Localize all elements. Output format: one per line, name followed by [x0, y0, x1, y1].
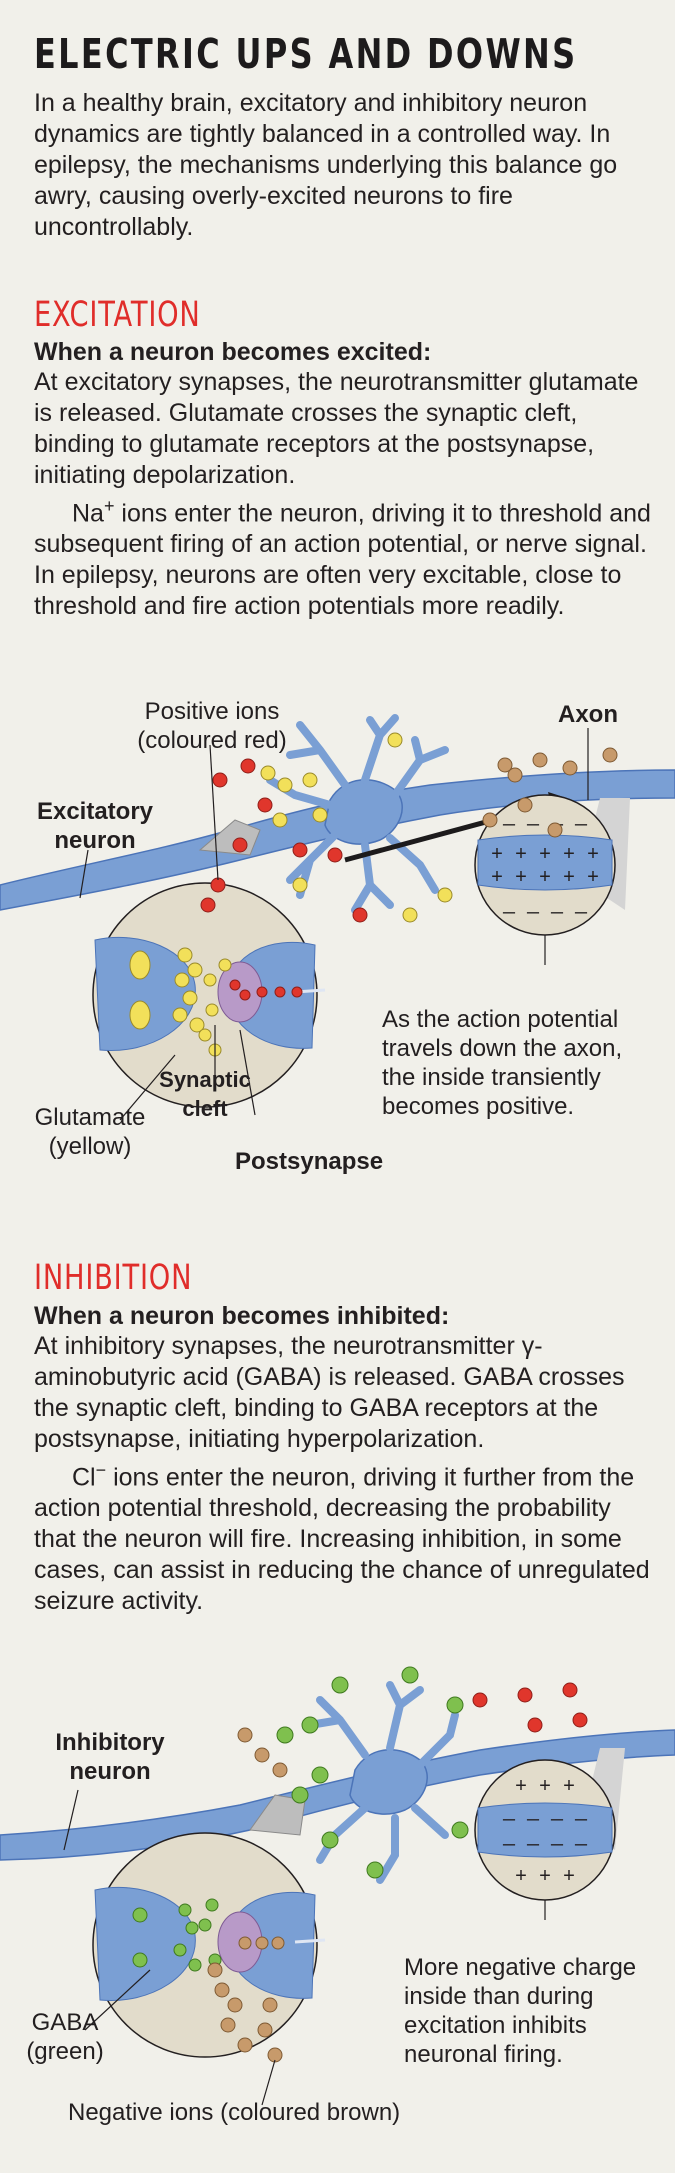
glutamate-label: Glutamate (yellow) — [15, 1103, 165, 1161]
axon-inset: + + + + + + + + + + — — — — — — — — — [474, 794, 616, 965]
axon-label: Axon — [558, 701, 618, 728]
gaba-particles — [132, 1666, 469, 1972]
page-title: ELECTRIC UPS AND DOWNS — [34, 30, 578, 78]
excitatory-neuron-cell — [266, 714, 449, 914]
label-leader-lines — [79, 728, 589, 1121]
positive-ion-particles — [200, 758, 368, 1001]
svg-text:+ + + + +: + + + + + — [491, 867, 599, 890]
synapse-inset-inhibitory — [92, 1832, 326, 2058]
excitation-caption-line4: becomes positive. — [382, 1093, 575, 1120]
svg-text:— — — —: — — — — — [502, 814, 588, 837]
svg-text:— — — —: — — — — — [502, 1809, 588, 1832]
chloride-ion-particles — [207, 1727, 288, 2063]
inhibitory-neuron-label-line2: neuron — [69, 1758, 151, 1785]
chloride-charge: − — [95, 1460, 107, 1480]
synaptic-cleft-label-line2: cleft — [182, 1096, 228, 1121]
positive-ions-label-line2: (coloured red) — [137, 727, 287, 754]
excitation-subheading: When a neuron becomes excited: — [34, 338, 432, 366]
inhibition-caption-line4: neuronal firing. — [404, 2041, 563, 2068]
chloride-ion-symbol: Cl — [72, 1463, 96, 1492]
inhibition-paragraph-2-text: ions enter the neuron, driving it furthe… — [34, 1463, 650, 1616]
excitation-caption-line1: As the action potential — [382, 1006, 619, 1033]
excitation-paragraph-2: Na+ ions enter the neuron, driving it to… — [34, 491, 654, 622]
negative-ions-label: Negative ions (coloured brown) — [68, 2099, 401, 2126]
inhibition-body: At inhibitory synapses, the neurotransmi… — [34, 1331, 654, 1617]
gaba-label: GABA (green) — [15, 2008, 115, 2066]
positive-ion-particles-inhibitory — [472, 1682, 588, 1733]
excitation-caption: As the action potential travels down the… — [382, 1005, 622, 1121]
inhibition-subheading: When a neuron becomes inhibited: — [34, 1302, 450, 1330]
synaptic-cleft-label-line1: Synaptic — [159, 1067, 251, 1092]
inhibition-caption-line3: excitation inhibits — [404, 2012, 587, 2039]
sodium-charge: + — [103, 496, 115, 516]
inhibition-caption: More negative charge inside than during … — [404, 1953, 636, 2069]
svg-text:+ + +: + + + — [515, 1866, 575, 1889]
inhibitory-neuron-label-line1: Inhibitory — [55, 1729, 165, 1756]
label-leader-lines — [63, 1789, 276, 2106]
synapse-inset — [92, 882, 326, 1108]
glutamate-label-line2: (yellow) — [48, 1133, 132, 1160]
excitation-paragraph-2-text: ions enter the neuron, driving it to thr… — [34, 499, 651, 621]
svg-text:+ + +: + + + — [515, 1776, 575, 1799]
postsynapse-label: Postsynapse — [235, 1148, 384, 1175]
sodium-ion-symbol: Na — [72, 499, 104, 528]
excitation-body: At excitatory synapses, the neurotransmi… — [34, 367, 654, 622]
excitation-paragraph-1: At excitatory synapses, the neurotransmi… — [34, 368, 639, 489]
excitation-caption-line2: travels down the axon, — [382, 1035, 623, 1062]
inhibition-diagram: — — — — — — — — + + + + + + — [0, 1666, 675, 2106]
svg-text:— — — —: — — — — — [502, 902, 588, 925]
inhibition-paragraph-2: Cl− ions enter the neuron, driving it fu… — [34, 1455, 654, 1617]
gaba-label-line1: GABA — [31, 2009, 99, 2036]
inhibition-paragraph-1: At inhibitory synapses, the neurotransmi… — [34, 1332, 625, 1453]
glutamate-label-line1: Glutamate — [34, 1104, 146, 1131]
svg-text:— — — —: — — — — — [502, 1834, 588, 1857]
svg-text:+ + + + +: + + + + + — [491, 844, 599, 867]
negative-ion-particles — [482, 747, 618, 838]
positive-ions-label: Positive ions (coloured red) — [82, 697, 342, 755]
excitation-caption-line3: the inside transiently — [382, 1064, 601, 1091]
positive-ions-label-line1: Positive ions — [144, 698, 280, 725]
gaba-label-line2: (green) — [26, 2038, 104, 2065]
excitatory-neuron-label-line2: neuron — [54, 827, 136, 854]
glutamate-particles — [172, 732, 453, 1057]
excitation-heading: EXCITATION — [34, 295, 201, 335]
inhibition-caption-line2: inside than during — [404, 1983, 594, 2010]
axon-inset-inhibitory: — — — — — — — — + + + + + + — [474, 1759, 616, 1920]
inhibition-heading: INHIBITION — [34, 1258, 193, 1298]
excitation-diagram: + + + + + + + + + + — — — — — — — — — [0, 714, 675, 1121]
inhibition-caption-line1: More negative charge — [404, 1954, 637, 1981]
intro-text: In a healthy brain, excitatory and inhib… — [34, 89, 618, 241]
synaptic-cleft-label: Synaptic cleft — [145, 1065, 265, 1123]
excitatory-neuron-label-line1: Excitatory — [36, 798, 154, 825]
inhibitory-neuron-label: Inhibitory neuron — [30, 1728, 190, 1786]
excitatory-neuron-label: Excitatory neuron — [20, 797, 170, 855]
